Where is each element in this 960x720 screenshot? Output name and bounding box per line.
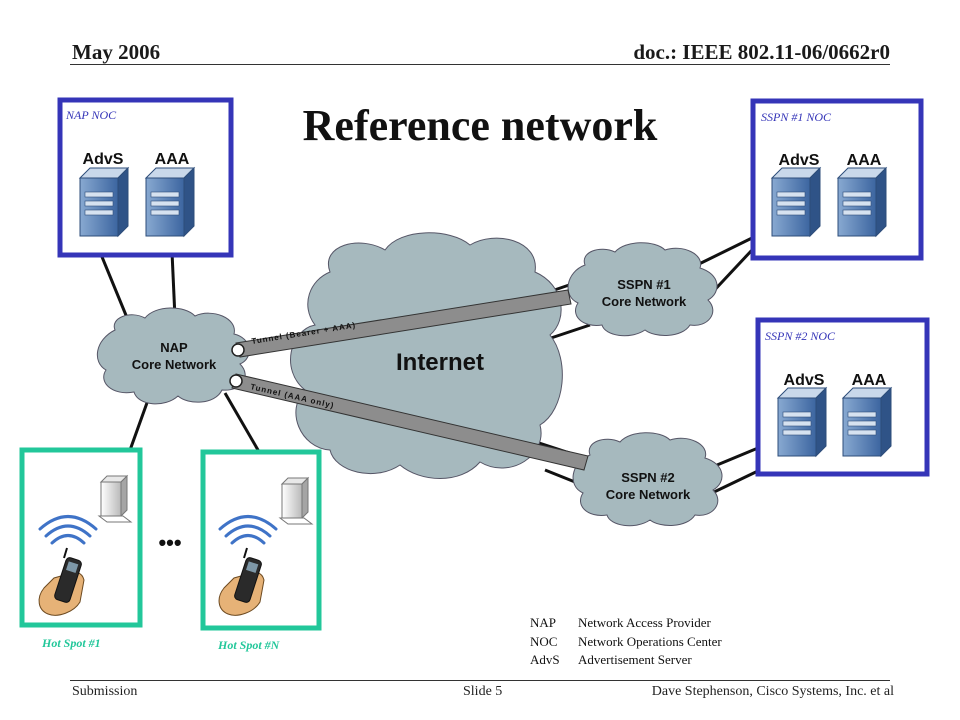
tunnel-endpoint — [229, 374, 243, 388]
legend-abbr: NOC — [530, 633, 558, 649]
sspn2-advs-server-icon — [777, 387, 827, 457]
sspn1-core-label-2: Core Network — [602, 294, 687, 309]
nap-core-cloud — [96, 307, 250, 405]
nap-advs-server-icon — [79, 167, 129, 237]
abbreviation-legend: NAP Network Access Provider NOC Network … — [530, 614, 722, 670]
hotspots-ellipsis: ••• — [158, 530, 181, 555]
slide-title: Reference network — [302, 101, 658, 150]
legend-abbr: AdvS — [530, 652, 560, 667]
legend-row: NAP Network Access Provider — [530, 614, 722, 633]
sspn1-aaa-label: AAA — [847, 152, 882, 169]
link-nap-aaa — [170, 251, 177, 319]
footer-submission: Submission — [72, 684, 138, 699]
sspn2-aaa-server-icon — [842, 387, 892, 457]
nap-core-label-1: NAP — [160, 340, 188, 355]
legend-abbr: NAP — [530, 615, 557, 630]
sspn2-core-cloud — [572, 432, 723, 527]
nap-aaa-label: AAA — [155, 151, 190, 168]
wifi-signal-icon — [218, 515, 278, 545]
header-date: May 2006 — [72, 40, 161, 64]
sspn1-advs-label: AdvS — [779, 152, 820, 169]
legend-text: Network Access Provider — [578, 615, 711, 630]
sspn2-noc-label: SSPN #2 NOC — [765, 329, 836, 343]
nap-aaa-server-icon — [145, 167, 195, 237]
phone-in-hand-icon — [38, 547, 85, 616]
footer-slide-number: Slide 5 — [463, 684, 503, 699]
footer-author: Dave Stephenson, Cisco Systems, Inc. et … — [651, 684, 894, 699]
sspn1-advs-server-icon — [771, 167, 821, 237]
wifi-signal-icon — [38, 515, 98, 545]
legend-row: NOC Network Operations Center — [530, 633, 722, 652]
sspn2-core-label-1: SSPN #2 — [621, 470, 674, 485]
hotspot-n-label: Hot Spot #N — [217, 638, 281, 652]
legend-row: AdvS Advertisement Server — [530, 651, 722, 670]
sspn2-core-label-2: Core Network — [606, 487, 691, 502]
header-rule — [70, 64, 890, 65]
sspn1-core-label-1: SSPN #1 — [617, 277, 670, 292]
nap-core-label-2: Core Network — [132, 357, 217, 372]
hotspot-n-box: Hot Spot #N — [200, 449, 322, 652]
link-internet-sspn1-b — [544, 323, 591, 342]
footer-rule — [70, 680, 890, 681]
legend-text: Network Operations Center — [578, 633, 722, 649]
internet-label: Internet — [396, 349, 484, 376]
phone-in-hand-icon — [218, 547, 265, 616]
nap-noc-label: NAP NOC — [65, 108, 117, 122]
header-doc-id: doc.: IEEE 802.11-06/0662r0 — [633, 40, 890, 64]
sspn1-core-cloud — [567, 242, 718, 337]
link-sspn1-advs — [696, 236, 753, 267]
sspn2-aaa-label: AAA — [852, 372, 887, 389]
sspn2-advs-label: AdvS — [784, 372, 825, 389]
sspn1-noc-box: SSPN #1 NOC AdvS AAA — [750, 98, 924, 261]
link-sspn2-aaa — [711, 468, 761, 495]
hotspot-1-box: Hot Spot #1 — [19, 447, 143, 650]
sspn1-aaa-server-icon — [837, 167, 887, 237]
legend-text: Advertisement Server — [578, 652, 692, 667]
tunnel-endpoint — [231, 343, 245, 357]
hotspot-1-label: Hot Spot #1 — [41, 636, 101, 650]
sspn2-noc-box: SSPN #2 NOC AdvS AAA — [755, 317, 930, 477]
nap-advs-label: AdvS — [83, 151, 124, 168]
link-nap-advs — [98, 251, 132, 326]
nap-noc-box: NAP NOC AdvS AAA — [57, 97, 234, 258]
sspn1-noc-label: SSPN #1 NOC — [761, 110, 832, 124]
